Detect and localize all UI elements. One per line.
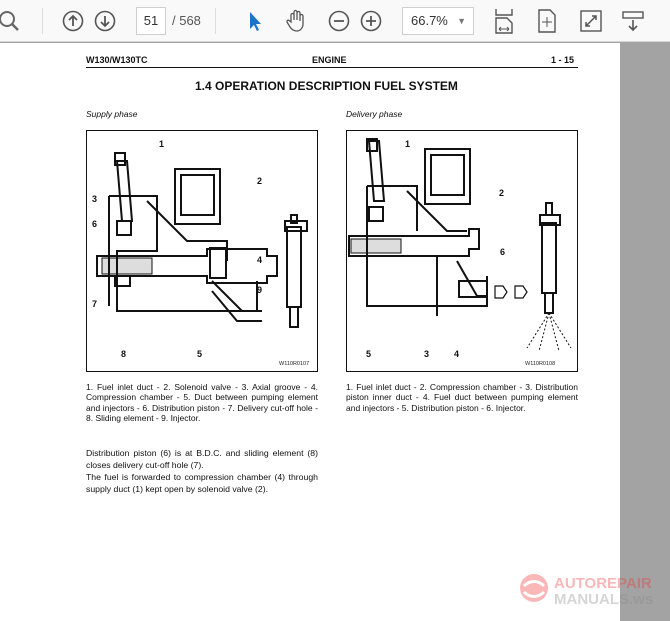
section-title: 1.4 OPERATION DESCRIPTION FUEL SYSTEM xyxy=(195,79,458,93)
figure-code: W110R0108 xyxy=(525,361,556,367)
callout-label: 6 xyxy=(92,219,98,229)
callout-label: 6 xyxy=(500,247,506,257)
figure-caption: Delivery phase xyxy=(346,109,403,119)
svg-text:MANUALS.ws: MANUALS.ws xyxy=(554,591,653,608)
header-rule xyxy=(86,67,578,68)
select-arrow-icon[interactable] xyxy=(242,8,268,34)
header-center: ENGINE xyxy=(312,55,347,65)
delivery-phase-diagram: 1 2 6 5 3 4 W110R0108 xyxy=(346,130,578,372)
callout-label: 7 xyxy=(92,299,98,309)
callout-label: 2 xyxy=(257,176,263,186)
body-paragraph: The fuel is forwarded to compression cha… xyxy=(86,472,318,494)
callout-label: 8 xyxy=(121,349,127,359)
next-page-button[interactable] xyxy=(92,8,118,34)
chevron-down-icon: ▼ xyxy=(457,16,466,26)
callout-label: 4 xyxy=(257,255,263,265)
header-right: 1 - 15 xyxy=(551,55,575,65)
callout-label: 5 xyxy=(366,349,372,359)
figure-caption: Supply phase xyxy=(86,109,138,119)
callout-label: 1 xyxy=(405,139,411,149)
figure-legend: 1. Fuel inlet duct - 2. Compression cham… xyxy=(346,382,578,413)
callout-label: 2 xyxy=(499,188,505,198)
callout-label: 9 xyxy=(257,285,263,295)
supply-phase-diagram: 1 2 3 6 4 7 9 8 5 W110R0107 xyxy=(86,130,318,372)
callout-label: 3 xyxy=(92,194,98,204)
page-total: / 568 xyxy=(172,13,201,28)
callout-label: 3 xyxy=(424,349,430,359)
fit-page-icon[interactable] xyxy=(534,8,560,34)
svg-text:AUTOREPAIR: AUTOREPAIR xyxy=(554,575,652,592)
fullscreen-icon[interactable] xyxy=(578,8,604,34)
figure-code: W110R0107 xyxy=(279,361,310,367)
body-paragraph: Distribution piston (6) is at B.D.C. and… xyxy=(86,448,318,470)
search-icon[interactable] xyxy=(0,8,22,34)
header-left: W130/W130TC xyxy=(86,55,148,65)
zoom-in-button[interactable] xyxy=(358,8,384,34)
figure-legend: 1. Fuel inlet duct - 2. Solenoid valve -… xyxy=(86,382,318,423)
previous-page-button[interactable] xyxy=(60,8,86,34)
callout-label: 1 xyxy=(159,139,165,149)
fit-width-icon[interactable] xyxy=(491,8,517,34)
watermark-logo: AUTOREPAIR MANUALS.ws xyxy=(518,570,668,615)
toolbar: 51 / 568 66.7% ▼ xyxy=(0,0,670,42)
callout-label: 5 xyxy=(197,349,203,359)
zoom-level-select[interactable]: 66.7% ▼ xyxy=(402,7,474,35)
page-number-input[interactable]: 51 xyxy=(136,7,166,35)
zoom-out-button[interactable] xyxy=(326,8,352,34)
viewer-background xyxy=(620,43,670,621)
scroll-mode-icon[interactable] xyxy=(620,8,646,34)
zoom-level-value: 66.7% xyxy=(411,13,448,28)
callout-label: 4 xyxy=(454,349,460,359)
pdf-page: W130/W130TC ENGINE 1 - 15 1.4 OPERATION … xyxy=(0,43,620,621)
hand-icon[interactable] xyxy=(283,8,309,34)
